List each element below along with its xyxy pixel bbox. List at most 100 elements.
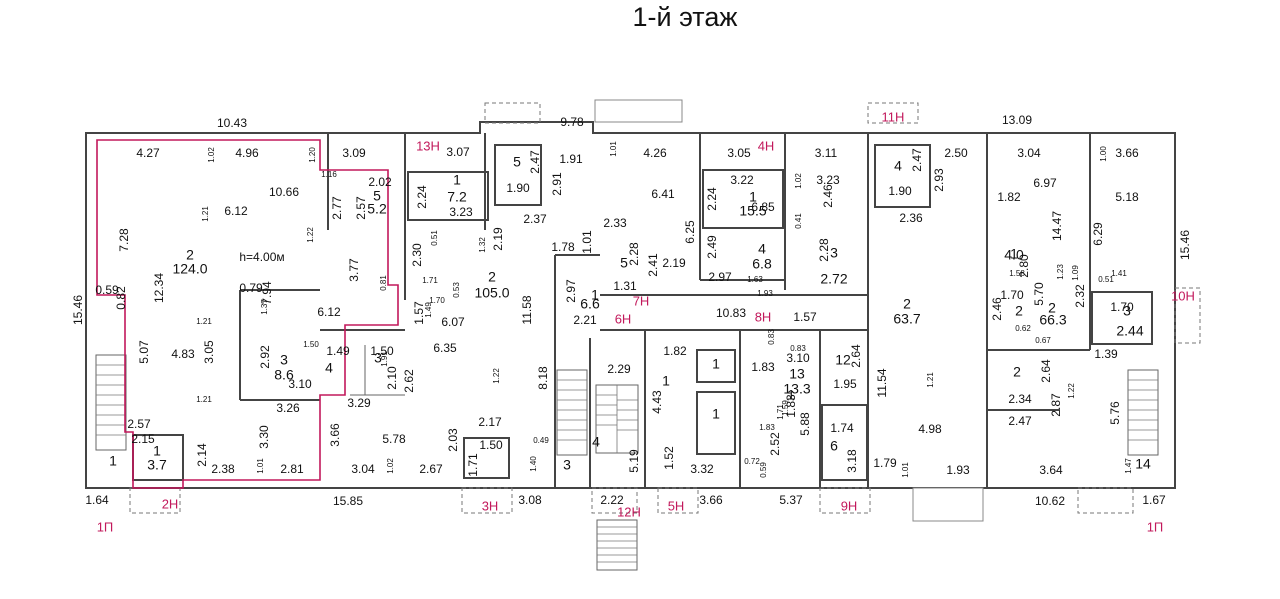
room-area: 5.2: [367, 201, 387, 217]
lift-5: [696, 349, 736, 383]
dimension-label: 5.88: [798, 412, 812, 436]
dimension-label: 1.21: [196, 395, 212, 404]
dimension-label: 2.46: [990, 297, 1004, 321]
porch-bottom-12: [591, 487, 638, 514]
room-number: 1: [662, 373, 670, 389]
room-number: 14: [1135, 456, 1151, 472]
dimension-label: 1.31: [613, 279, 637, 293]
dimension-label: 5.70: [1032, 282, 1046, 306]
dimension-label: 1.95: [833, 377, 857, 391]
dimension-label: 2.21: [573, 313, 597, 327]
dimension-label: 3.66: [699, 493, 723, 507]
room-area: 6.6: [580, 296, 600, 312]
porch-bottom-14: [1077, 487, 1134, 514]
dimension-label: 6.12: [317, 305, 341, 319]
dimension-label: 2.24: [705, 187, 719, 211]
dimension-label: 1.01: [901, 462, 910, 478]
dimension-label: 1.22: [492, 368, 501, 384]
dimension-label: 1.23: [1056, 264, 1065, 280]
dimension-label: 2.30: [410, 243, 424, 267]
dimension-label: 1.50: [303, 340, 319, 349]
dimension-label: 1.93: [946, 463, 970, 477]
stairwell-13: [556, 369, 588, 456]
dimension-label: 1.47: [1124, 458, 1133, 474]
dimension-label: 3.05: [202, 340, 216, 364]
balcony-top: [594, 99, 683, 123]
dimension-label: 1.41: [1111, 269, 1127, 278]
dimension-label: 3.11: [815, 146, 838, 160]
dimension-label: 2.97: [564, 279, 578, 303]
dimension-label: 1.01: [256, 458, 265, 474]
unit-label: 10Н: [1171, 288, 1195, 303]
dimension-label: 1.01: [609, 141, 618, 157]
dimension-label: 10.66: [269, 185, 299, 199]
dimension-label: 2.91: [550, 172, 564, 196]
room-number: 4: [894, 158, 902, 174]
dimension-label: 2.28: [817, 238, 831, 262]
dimension-label: 1.39: [1094, 347, 1118, 361]
dimension-label: 1.21: [926, 372, 935, 388]
dimension-label: 2.28: [627, 242, 641, 266]
dimension-label: 1.91: [380, 351, 389, 367]
dimension-label: 8.18: [536, 366, 550, 390]
dimension-label: 2.22: [600, 493, 624, 507]
dimension-label: 10.62: [1035, 494, 1065, 508]
cabin-10h: [1091, 291, 1153, 345]
dimension-label: 4.26: [643, 146, 667, 160]
dimension-label: 6.25: [683, 220, 697, 244]
dimension-label: 1.93: [757, 289, 773, 298]
dimension-label: 0.51: [430, 230, 439, 246]
dimension-label: 5.19: [627, 449, 641, 473]
dimension-label: 3.07: [446, 145, 470, 159]
dimension-label: 5.07: [137, 340, 151, 364]
building-outline: [85, 121, 1176, 489]
dimension-label: 1.16: [321, 170, 337, 179]
dimension-label: 1.83: [751, 360, 775, 374]
dimension-label: 1.50: [479, 438, 503, 452]
room-number: 2: [1048, 300, 1056, 316]
dimension-label: 5.37: [779, 493, 803, 507]
dimension-label: 9.78: [560, 115, 584, 129]
entrance-steps: [596, 519, 638, 571]
dimension-label: 13.09: [1002, 113, 1032, 127]
unit-label: 1П: [1147, 519, 1164, 534]
dimension-label: 3.23: [816, 173, 840, 187]
dimension-label: 0.59: [759, 462, 768, 478]
dimension-label: 3.18: [845, 449, 859, 473]
porch-right-10: [1174, 287, 1201, 344]
room-area: 7.2: [447, 189, 467, 205]
room-area: 63.7: [893, 311, 920, 327]
dimension-label: 11.54: [875, 368, 889, 397]
dimension-label: 12.34: [152, 273, 166, 303]
dimension-label: 1.58: [1009, 269, 1025, 278]
room-number: 4: [758, 241, 766, 257]
dimension-label: 1.22: [1067, 383, 1076, 399]
dimension-label: 0.51: [1098, 275, 1114, 284]
dimension-label: 7.94: [260, 281, 274, 305]
room-number: 3: [830, 245, 838, 261]
dimension-label: 1.02: [794, 173, 803, 189]
room-area: 2.44: [1116, 323, 1143, 339]
room-number: 6: [830, 438, 838, 454]
room-number: 2: [186, 247, 194, 263]
dimension-label: 2.64: [1039, 359, 1053, 383]
floor-title: 1-й этаж: [632, 2, 738, 32]
room-area: 6.8: [752, 256, 772, 272]
room-number: 1: [453, 172, 461, 188]
dimension-label: 1.90: [506, 181, 530, 195]
dimension-label: 4.43: [650, 390, 664, 414]
unit-2h-boundary: [96, 139, 399, 489]
dimension-label: 1.20: [308, 147, 317, 163]
room-number: 1: [1010, 246, 1018, 262]
dimension-label: 2.36: [899, 211, 923, 225]
room-number: 1: [712, 406, 720, 422]
room-number: 2: [488, 269, 496, 285]
unit-label: 7Н: [633, 293, 650, 308]
dimension-label: 1.02: [207, 147, 216, 163]
dimension-label: 6.85: [751, 200, 775, 214]
porch-top-right: [867, 102, 919, 124]
dimension-label: 5.18: [1115, 190, 1139, 204]
cabin-3h: [463, 437, 510, 479]
dimension-label: 2.37: [523, 212, 547, 226]
